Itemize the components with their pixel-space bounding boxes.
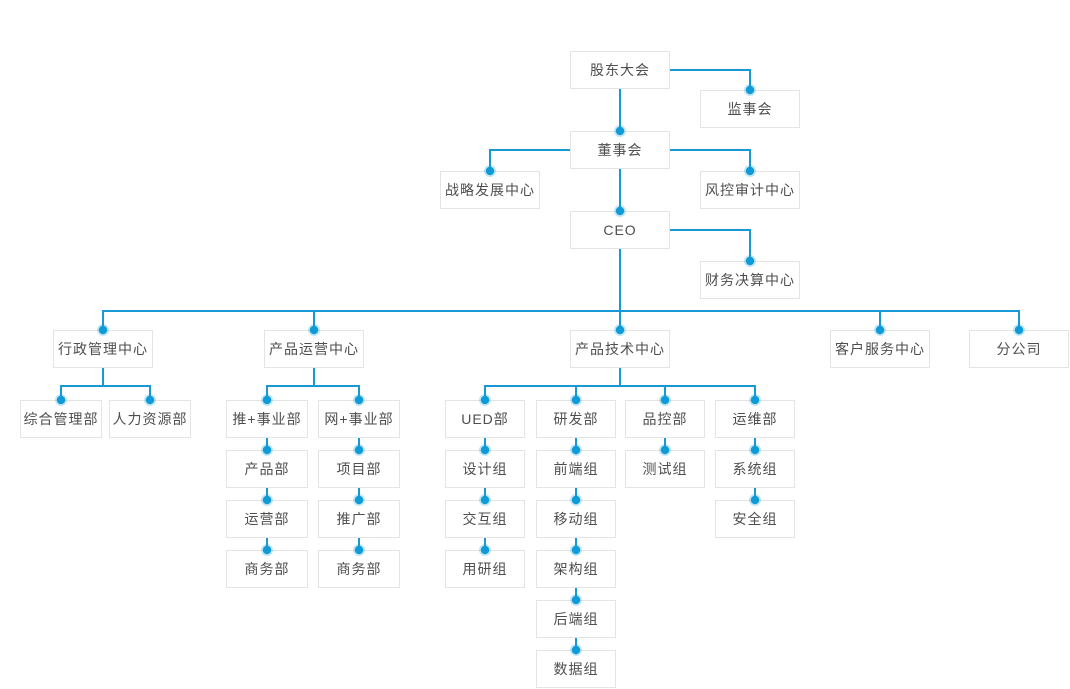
org-node-design-group: 设计组 xyxy=(445,450,525,488)
org-node-backend-group: 后端组 xyxy=(536,600,616,638)
org-node-promotion-dept: 推广部 xyxy=(318,500,400,538)
org-node-admin-center: 行政管理中心 xyxy=(53,330,153,368)
org-node-hr-dept: 人力资源部 xyxy=(109,400,191,438)
org-node-architecture-group: 架构组 xyxy=(536,550,616,588)
org-node-product-dept: 产品部 xyxy=(226,450,308,488)
org-node-system-group: 系统组 xyxy=(715,450,795,488)
org-node-qc-dept: 品控部 xyxy=(625,400,705,438)
org-node-rd-dept: 研发部 xyxy=(536,400,616,438)
org-node-risk-audit-center: 风控审计中心 xyxy=(700,171,800,209)
org-node-product-tech-center: 产品技术中心 xyxy=(570,330,670,368)
org-node-wang-business-dept: 网+事业部 xyxy=(318,400,400,438)
org-node-data-group: 数据组 xyxy=(536,650,616,688)
org-node-ued-dept: UED部 xyxy=(445,400,525,438)
org-node-board-of-directors: 董事会 xyxy=(570,131,670,169)
org-node-shareholders-meeting: 股东大会 xyxy=(570,51,670,89)
org-node-interaction-group: 交互组 xyxy=(445,500,525,538)
org-node-branch-company: 分公司 xyxy=(969,330,1069,368)
org-node-user-research-group: 用研组 xyxy=(445,550,525,588)
org-node-general-management-dept: 综合管理部 xyxy=(20,400,102,438)
org-node-strategy-dev-center: 战略发展中心 xyxy=(440,171,540,209)
org-node-finance-settlement-center: 财务决算中心 xyxy=(700,261,800,299)
org-node-business-dept-wang: 商务部 xyxy=(318,550,400,588)
org-node-customer-service-center: 客户服务中心 xyxy=(830,330,930,368)
org-node-business-dept-tui: 商务部 xyxy=(226,550,308,588)
org-node-project-dept: 项目部 xyxy=(318,450,400,488)
org-node-ops-dept: 运维部 xyxy=(715,400,795,438)
org-node-security-group: 安全组 xyxy=(715,500,795,538)
org-node-mobile-group: 移动组 xyxy=(536,500,616,538)
org-node-operation-dept: 运营部 xyxy=(226,500,308,538)
org-node-tui-business-dept: 推+事业部 xyxy=(226,400,308,438)
org-node-supervisory-board: 监事会 xyxy=(700,90,800,128)
org-node-testing-group: 测试组 xyxy=(625,450,705,488)
org-node-product-operation-center: 产品运营中心 xyxy=(264,330,364,368)
org-node-ceo: CEO xyxy=(570,211,670,249)
org-node-frontend-group: 前端组 xyxy=(536,450,616,488)
